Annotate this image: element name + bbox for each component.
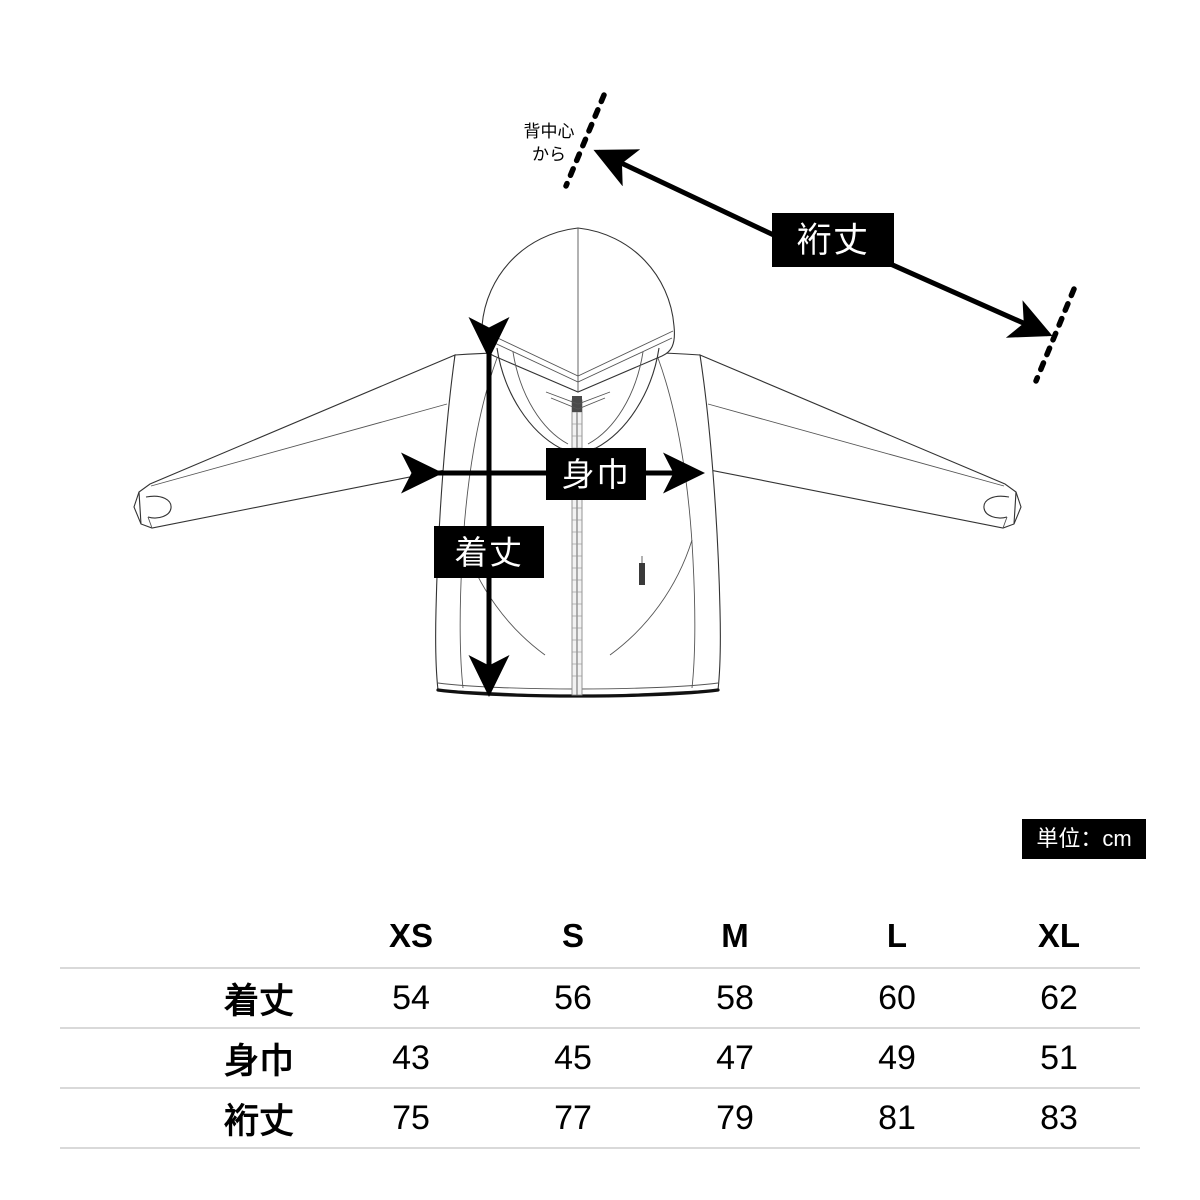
cell-kitake-xs: 54 xyxy=(392,978,430,1017)
cell-miharaba-xl: 51 xyxy=(1040,1038,1078,1077)
column-header-xl: XL xyxy=(1037,917,1081,954)
row-label-yukitake: 裄丈 xyxy=(223,1101,294,1141)
table-row: 着丈 54 56 58 60 62 xyxy=(60,968,1140,1028)
body-length-label: 着丈 xyxy=(434,526,544,578)
cell-yukitake-xs: 75 xyxy=(392,1098,430,1137)
unit-badge: 単位：cm xyxy=(1022,819,1146,859)
body-width-label: 身巾 xyxy=(546,448,646,500)
cell-kitake-m: 58 xyxy=(716,978,754,1017)
size-table-container: XS S M L XL 着丈 54 56 58 60 62 身巾 xyxy=(60,905,1140,1149)
row-label-kitake: 着丈 xyxy=(223,981,294,1021)
back-center-note-line1: 背中心 xyxy=(523,122,575,141)
column-header-l: L xyxy=(886,917,908,954)
cell-yukitake-l: 81 xyxy=(878,1098,916,1137)
cell-miharaba-xs: 43 xyxy=(392,1038,430,1077)
size-table: XS S M L XL 着丈 54 56 58 60 62 身巾 xyxy=(60,905,1140,1149)
column-header-m: M xyxy=(721,917,749,954)
back-center-note: 背中心 から xyxy=(508,121,590,167)
right-sleeve xyxy=(699,354,1022,529)
header-row: XS S M L XL xyxy=(60,905,1140,968)
cell-yukitake-xl: 83 xyxy=(1040,1098,1078,1137)
table-row: 身巾 43 45 47 49 51 xyxy=(60,1028,1140,1088)
back-center-note-line2: から xyxy=(532,144,566,164)
cell-yukitake-m: 79 xyxy=(716,1098,754,1137)
cell-kitake-l: 60 xyxy=(878,978,916,1017)
column-header-s: S xyxy=(561,917,584,954)
left-sleeve xyxy=(133,354,456,529)
sleeve-length-label: 裄丈 xyxy=(772,213,894,267)
cell-miharaba-s: 45 xyxy=(554,1038,592,1077)
cell-miharaba-m: 47 xyxy=(716,1038,754,1077)
header-corner xyxy=(60,905,330,968)
cell-kitake-xl: 62 xyxy=(1040,978,1078,1017)
garment-diagram: .ln { fill:none; stroke:#333333; stroke-… xyxy=(133,92,1077,698)
size-table-header: XS S M L XL xyxy=(60,905,1140,968)
column-header-xs: XS xyxy=(388,917,434,954)
cell-kitake-s: 56 xyxy=(554,978,592,1017)
table-row: 裄丈 75 77 79 81 83 xyxy=(60,1088,1140,1148)
sleeve-length-dimension xyxy=(563,92,1077,384)
pocket-zipper-pull xyxy=(639,556,645,585)
row-label-miharaba: 身巾 xyxy=(223,1041,294,1081)
cell-miharaba-l: 49 xyxy=(878,1038,916,1077)
cell-yukitake-s: 77 xyxy=(554,1098,592,1137)
size-table-body: 着丈 54 56 58 60 62 身巾 43 45 47 49 51 裄丈 xyxy=(60,968,1140,1148)
center-zipper xyxy=(571,396,583,696)
